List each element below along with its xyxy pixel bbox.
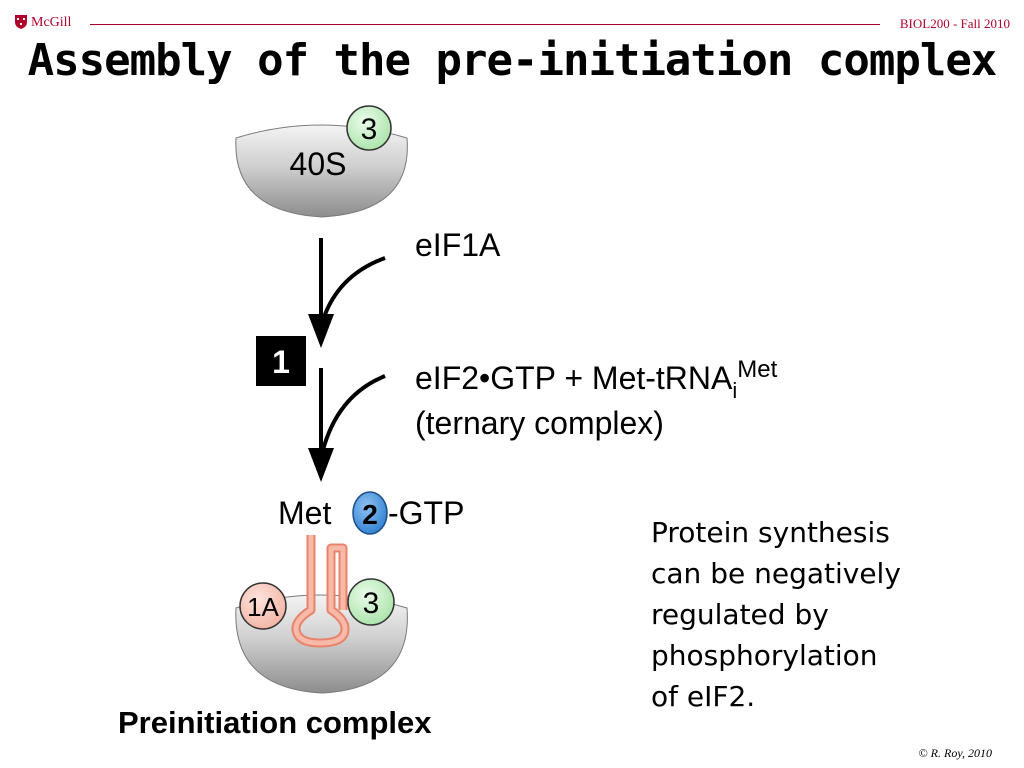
gtp-label: -GTP xyxy=(388,495,464,531)
eif3-factor-top: 3 xyxy=(346,105,392,151)
brand-name: McGill xyxy=(31,15,72,30)
mcgill-crest-icon xyxy=(15,15,27,29)
header-rule xyxy=(90,24,880,25)
eif2-factor: 2 xyxy=(352,491,388,535)
note-line: can be negatively xyxy=(651,557,901,590)
complex-caption: Preinitiation complex xyxy=(118,705,432,740)
slide-header: McGill BIOL200 - Fall 2010 xyxy=(0,0,1024,40)
copyright-notice: © R. Roy, 2010 xyxy=(918,746,992,760)
eif3-label-bottom: 3 xyxy=(363,587,380,620)
step-number: 1 xyxy=(272,344,290,380)
note-line: of eIF2. xyxy=(651,680,756,713)
arrow-step-ternary xyxy=(308,368,386,482)
met-label: Met xyxy=(278,495,331,531)
note-line: regulated by xyxy=(651,598,829,631)
eif3-label-top: 3 xyxy=(361,113,378,146)
course-label: BIOL200 - Fall 2010 xyxy=(899,16,1010,31)
subunit-label: 40S xyxy=(290,146,347,182)
step-number-badge: 1 xyxy=(256,336,306,386)
reactant-eif1a: eIF1A xyxy=(415,227,501,263)
eif1a-label: 1A xyxy=(247,592,279,622)
eif3-factor-bottom: 3 xyxy=(347,578,395,626)
reactant-ternary-complex: eIF2•GTP + Met-tRNAiMet xyxy=(415,356,778,403)
arrow-step-eif1a xyxy=(308,238,386,348)
eif1a-factor: 1A xyxy=(239,582,287,630)
slide-title: Assembly of the pre-initiation complex xyxy=(27,35,998,86)
ternary-complex-note: (ternary complex) xyxy=(415,405,664,441)
note-line: phosphorylation xyxy=(651,639,878,672)
note-line: Protein synthesis xyxy=(651,516,890,549)
initiator-trna xyxy=(291,535,350,648)
regulation-note: Protein synthesis can be negatively regu… xyxy=(651,512,951,717)
eif2-label: 2 xyxy=(362,499,378,530)
